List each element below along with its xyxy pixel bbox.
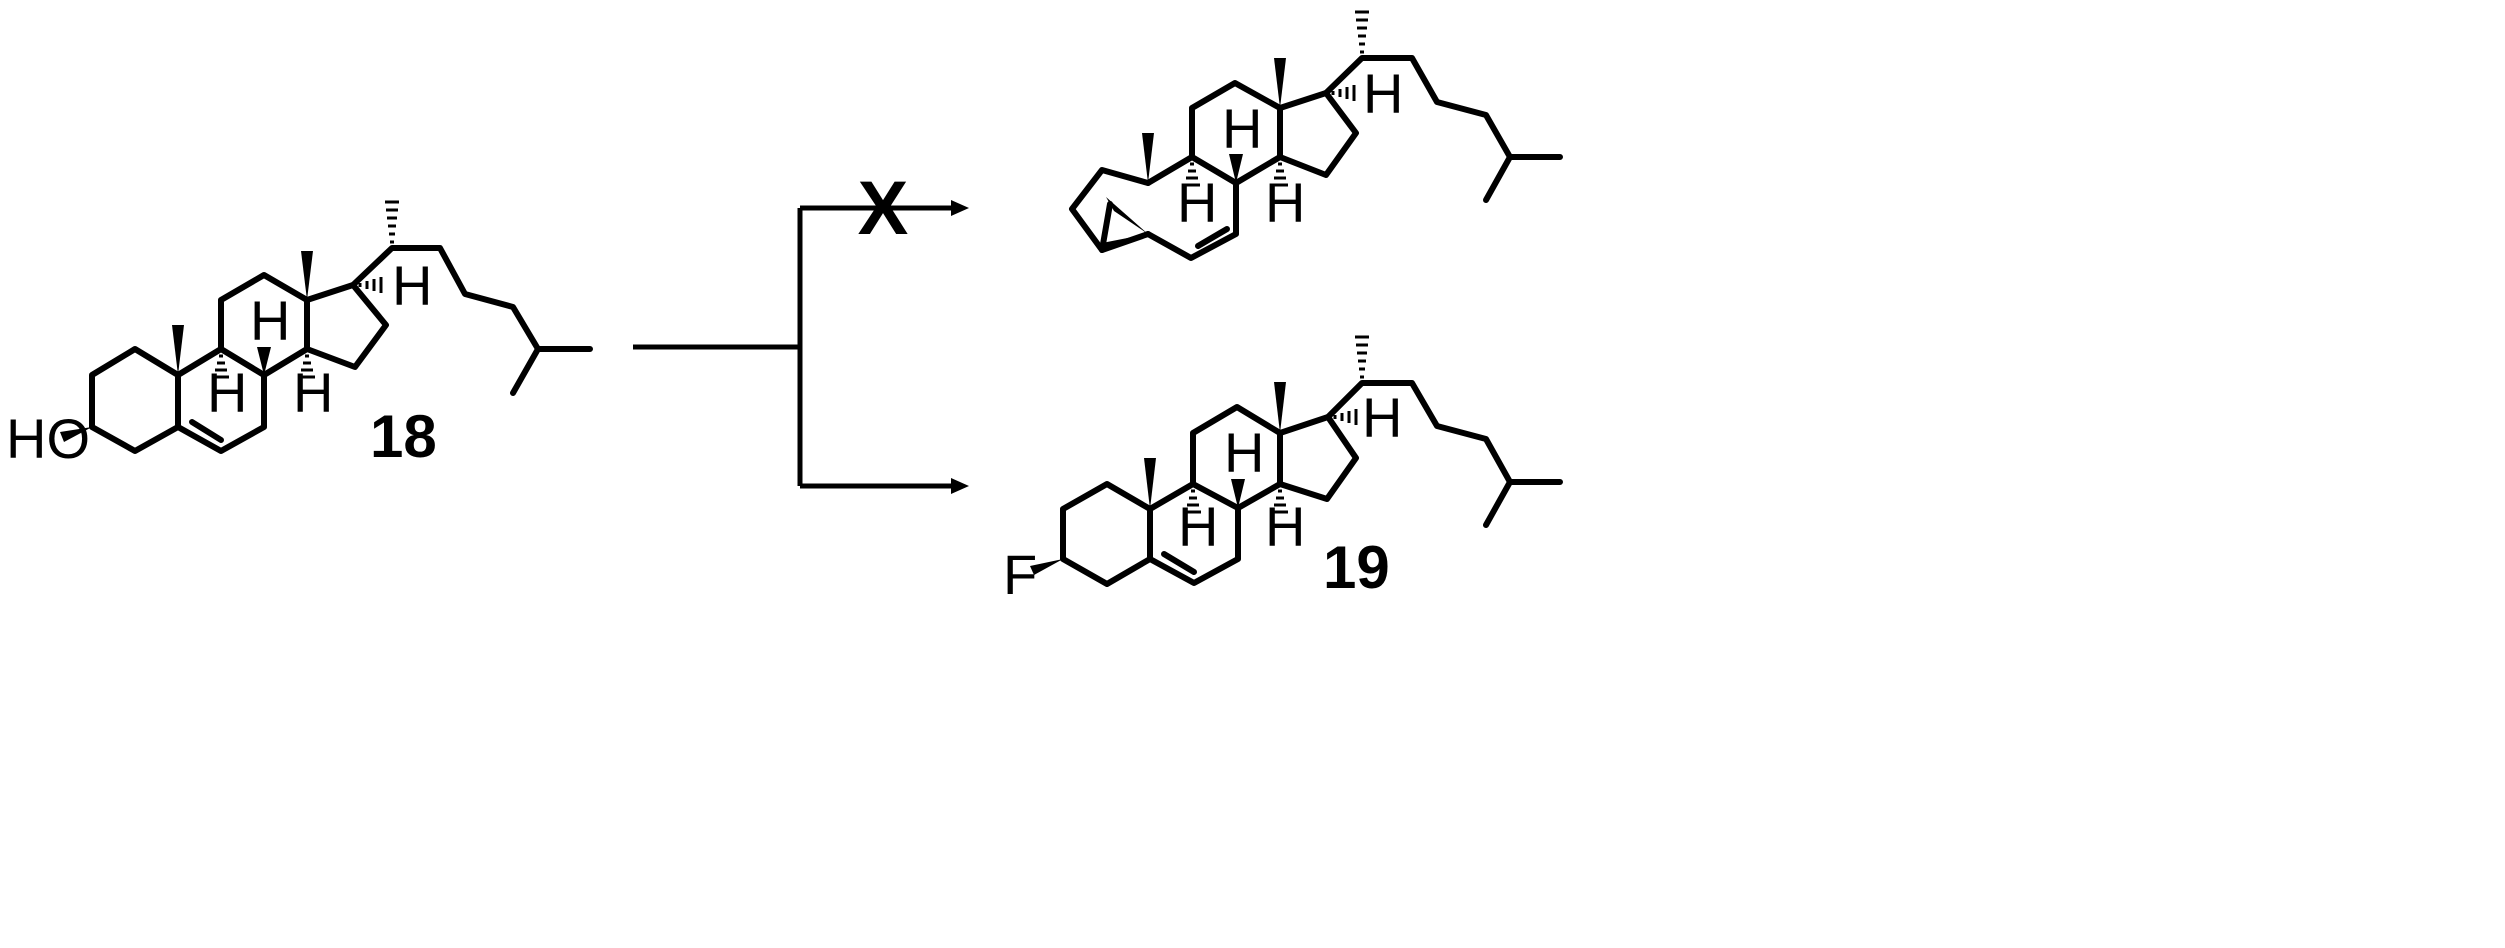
arrowhead-upper	[951, 200, 969, 216]
hydrogen-label: H	[1177, 171, 1217, 234]
hydrogen-label: H	[293, 361, 333, 424]
hydrogen-label: H	[207, 361, 247, 424]
hydrogen-label: H	[1363, 62, 1403, 125]
hydrogen-label: H	[1222, 97, 1262, 160]
compound-label-18: 18	[370, 403, 437, 470]
compound-19-structure: F H H H H	[1003, 335, 1563, 606]
blocked-reaction-mark: X	[858, 166, 909, 251]
hydrogen-label: H	[1362, 386, 1402, 449]
hydrogen-label: H	[250, 289, 290, 352]
hydroxyl-label: HO	[6, 407, 90, 470]
hydrogen-label: H	[1224, 421, 1264, 484]
compound-18-structure: HO H H H H	[6, 202, 590, 470]
hydrogen-label: H	[1265, 495, 1305, 558]
arrowhead-lower	[951, 478, 969, 494]
fluorine-label: F	[1003, 543, 1037, 606]
reaction-arrows	[633, 200, 969, 494]
cyclopropyl-product-structure: H H H H	[1069, 10, 1563, 261]
hydrogen-label: H	[1178, 495, 1218, 558]
hydrogen-label: H	[392, 254, 432, 317]
hydrogen-label: H	[1265, 171, 1305, 234]
compound-label-19: 19	[1323, 534, 1390, 601]
